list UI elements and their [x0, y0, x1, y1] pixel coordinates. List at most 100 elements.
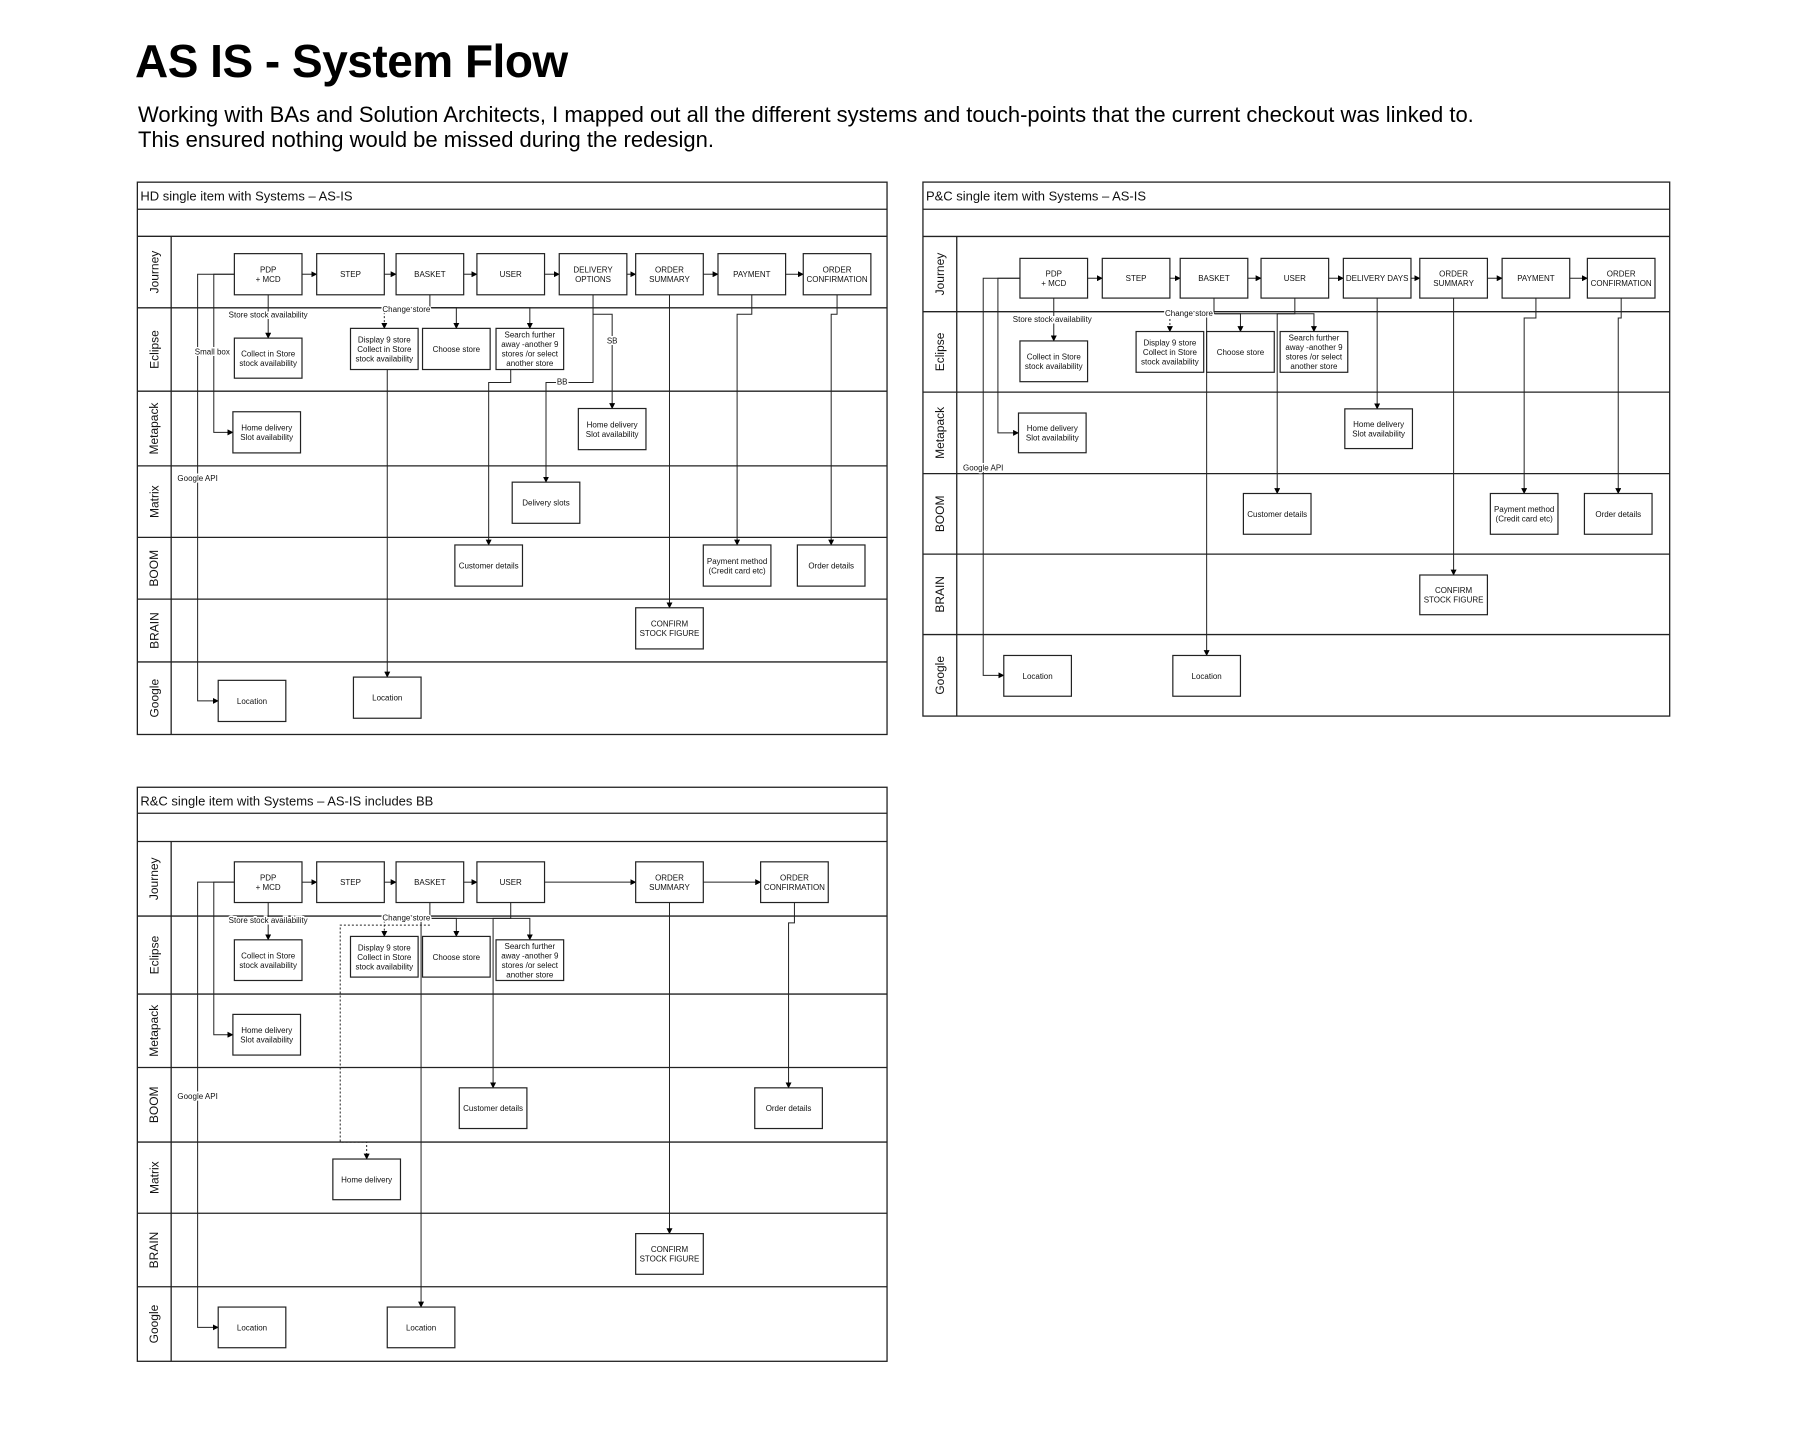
- box-label: PDP: [260, 265, 276, 274]
- process-box-step: STEP: [1101, 257, 1171, 299]
- box-label: Search further: [505, 942, 556, 951]
- box-label: STOCK FIGURE: [640, 629, 700, 638]
- box-label: stock availability: [355, 354, 413, 363]
- box-label: Location: [1023, 672, 1053, 681]
- connector-arrow: [213, 273, 235, 436]
- box-label: ORDER: [780, 873, 809, 882]
- box-label: Collect in Store: [357, 345, 412, 354]
- connector-arrow: [543, 294, 594, 483]
- process-box-paymethod: Payment method(Credit card etc): [702, 544, 772, 587]
- process-box-payment: PAYMENT: [1501, 257, 1571, 299]
- box-label: Order details: [766, 1104, 812, 1113]
- process-box-customer: Customer details: [458, 1087, 528, 1130]
- box-label: PAYMENT: [1517, 274, 1555, 283]
- page-description: Working with BAs and Solution Architects…: [138, 102, 1738, 152]
- connector-arrow: [1274, 298, 1296, 495]
- flow-label-store-stock: Store stock availability: [229, 916, 308, 925]
- box-label: PDP: [1046, 269, 1062, 278]
- diagram-frame: [136, 181, 888, 736]
- diagram-title: P&C single item with Systems – AS-IS: [926, 189, 1146, 204]
- connector-arrow: [429, 917, 460, 938]
- box-label: Location: [237, 697, 267, 706]
- swimlane-label: Matrix: [147, 1161, 161, 1194]
- box-label: Location: [372, 694, 402, 703]
- box-label: STEP: [1126, 274, 1147, 283]
- swimlane-label: Eclipse: [147, 935, 161, 974]
- process-box-basket: BASKET: [395, 861, 465, 904]
- flow-label-store-stock: Store stock availability: [1013, 315, 1092, 324]
- connector-arrow: [429, 294, 533, 329]
- process-box-payment: PAYMENT: [717, 253, 787, 296]
- box-label: Slot availability: [1026, 434, 1079, 443]
- process-box-loc1: Location: [217, 679, 287, 723]
- box-label: Location: [406, 1323, 436, 1332]
- box-label: Location: [237, 1323, 267, 1332]
- process-box-delivery: DELIVERY DAYS: [1342, 257, 1412, 299]
- swimlane-label: BOOM: [933, 496, 947, 533]
- process-box-choose: Choose store: [1206, 330, 1275, 373]
- box-label: ORDER: [1607, 269, 1636, 278]
- box-label: + MCD: [1041, 279, 1066, 288]
- connector-arrow: [593, 313, 616, 410]
- box-label: (Credit card etc): [1496, 515, 1554, 524]
- process-box-loc1: Location: [1003, 654, 1073, 697]
- flow-label-small-box: Small box: [195, 347, 230, 356]
- flow-label-change-store: Change store: [1165, 309, 1213, 318]
- connector-arrow: [197, 273, 235, 704]
- box-label: CONFIRMATION: [807, 275, 868, 284]
- box-label: CONFIRMATION: [1591, 279, 1652, 288]
- diagram-title: R&C single item with Systems – AS-IS inc…: [140, 793, 433, 808]
- connector-arrow: [734, 294, 753, 546]
- process-box-user: USER: [1260, 257, 1330, 299]
- diagram-title: HD single item with Systems – AS-IS: [140, 189, 352, 204]
- box-label: Customer details: [1247, 510, 1307, 519]
- box-label: (Credit card etc): [708, 566, 766, 575]
- box-label: Display 9 store: [358, 335, 411, 344]
- swimlane-label: Journey: [933, 253, 947, 296]
- swimlane-label: Metapack: [147, 402, 161, 455]
- box-label: Home delivery: [1353, 420, 1404, 429]
- box-label: another store: [506, 970, 554, 979]
- connector-arrow: [490, 902, 512, 1089]
- diagram-frame: [922, 181, 1671, 717]
- box-label: Customer details: [459, 562, 519, 571]
- box-label: Order details: [808, 562, 854, 571]
- box-label: PAYMENT: [733, 270, 771, 279]
- process-box-user: USER: [476, 253, 546, 296]
- description-line: Working with BAs and Solution Architects…: [138, 102, 1474, 127]
- box-label: SUMMARY: [649, 275, 690, 284]
- box-label: Collect in Store: [241, 349, 296, 358]
- box-label: CONFIRM: [651, 620, 688, 629]
- process-box-loc2: Location: [1172, 654, 1242, 697]
- box-label: CONFIRMATION: [764, 883, 825, 892]
- swimlane-label: Matrix: [147, 485, 161, 518]
- box-label: Display 9 store: [1143, 338, 1196, 347]
- box-label: Home delivery: [241, 1026, 292, 1035]
- process-box-paymethod: Payment method(Credit card etc): [1489, 492, 1559, 535]
- connector-arrow: [197, 881, 235, 1331]
- process-box-slots: Delivery slots: [511, 481, 581, 524]
- box-label: Choose store: [433, 953, 481, 962]
- box-label: USER: [1284, 274, 1306, 283]
- process-box-pdp: PDP+ MCD: [233, 861, 303, 904]
- box-label: BASKET: [414, 878, 446, 887]
- connector-arrow: [485, 369, 512, 546]
- flow-label-bb: BB: [557, 378, 568, 387]
- box-label: STOCK FIGURE: [640, 1255, 700, 1264]
- swimlane-label: BRAIN: [147, 1232, 161, 1269]
- box-label: Collect in Store: [241, 951, 296, 960]
- connector-arrow: [997, 277, 1020, 436]
- process-box-loc2: Location: [352, 676, 422, 719]
- box-label: away -another 9: [501, 951, 559, 960]
- box-label: Slot availability: [586, 430, 639, 439]
- swimlane-label: BRAIN: [147, 612, 161, 649]
- process-box-loc1: Location: [217, 1306, 287, 1349]
